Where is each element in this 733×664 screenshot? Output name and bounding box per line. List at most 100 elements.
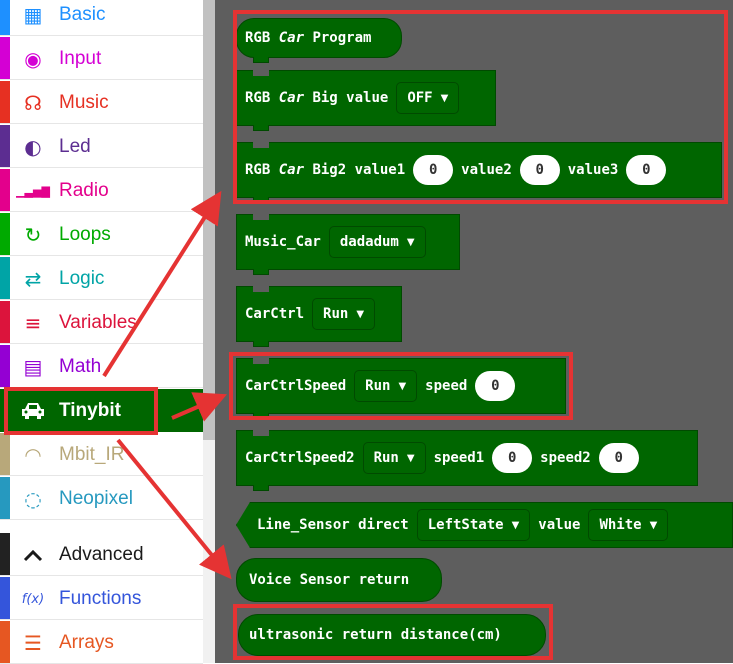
function-icon: f(x) [21, 591, 45, 607]
chevron-down-icon: ▼ [356, 308, 365, 320]
big-value-dropdown[interactable]: OFF▼ [396, 82, 460, 114]
category-label: Variables [59, 312, 137, 333]
rgb-car-big-block[interactable]: RGB Car Big value OFF▼ [236, 70, 496, 131]
list-lines-icon: ≡ [24, 311, 42, 335]
carctrl-dropdown[interactable]: Run▼ [312, 298, 376, 330]
block-label: Music_Car [245, 234, 321, 250]
carctrlspeed-dropdown[interactable]: Run▼ [354, 370, 418, 402]
category-label: Advanced [59, 544, 144, 565]
block-label: Voice Sensor return [249, 572, 410, 588]
category-led[interactable]: ◐ Led [0, 125, 203, 168]
music-dropdown[interactable]: dadadum▼ [328, 226, 426, 258]
car-icon [20, 398, 46, 424]
block-label: ultrasonic return distance(cm) [249, 627, 502, 643]
category-input[interactable]: ◉ Input [0, 37, 203, 80]
toolbox-sidebar: ▦ Basic ◉ Input ☊ Music ◐ Led ▁▃▅▇ Radio… [0, 0, 203, 664]
category-stripe [0, 169, 10, 211]
chevron-up-icon [20, 542, 46, 568]
carctrlspeed2-block[interactable]: CarCtrlSpeed2 Run▼ speed1 0 speed2 0 [236, 430, 698, 491]
category-variables[interactable]: ≡ Variables [0, 301, 203, 344]
category-label: Basic [59, 4, 106, 25]
category-math[interactable]: ▤ Math [0, 345, 203, 388]
block-label: value [538, 517, 581, 533]
carctrlspeed2-dropdown[interactable]: Run▼ [362, 442, 426, 474]
ultrasonic-block[interactable]: ultrasonic return distance(cm) [238, 614, 546, 656]
category-stripe [0, 621, 10, 663]
highlight-tinybit-category [4, 387, 158, 435]
arrow-to-carctrlspeed [171, 392, 228, 422]
shuffle-icon: ⇄ [24, 267, 42, 291]
category-stripe [0, 81, 10, 123]
category-radio[interactable]: ▁▃▅▇ Radio [0, 169, 203, 212]
category-basic[interactable]: ▦ Basic [0, 0, 203, 36]
block-label: speed1 [433, 450, 485, 466]
highlight-carctrlspeed [229, 352, 573, 420]
category-tinybit[interactable]: Tinybit [0, 389, 203, 432]
category-stripe [0, 257, 10, 299]
block-label: Line_Sensor direct [257, 517, 409, 533]
category-functions[interactable]: f(x) Functions [0, 577, 203, 620]
category-stripe [0, 577, 10, 619]
signal-bars-icon: ▁▃▅▇ [16, 184, 50, 198]
block-label: speed [425, 378, 468, 394]
value1-input[interactable]: 0 [413, 155, 454, 185]
category-advanced[interactable]: Advanced [0, 533, 203, 576]
speed2-input[interactable]: 0 [598, 443, 639, 473]
category-mbit-ir[interactable]: ◠ Mbit_IR [0, 433, 203, 476]
category-label: Music [59, 92, 109, 113]
voice-sensor-block[interactable]: Voice Sensor return [236, 558, 442, 602]
category-stripe [0, 0, 10, 35]
category-stripe [0, 533, 10, 575]
chevron-down-icon: ▼ [649, 519, 658, 531]
line-state-dropdown[interactable]: LeftState▼ [416, 509, 531, 541]
line-color-dropdown[interactable]: White▼ [588, 509, 669, 541]
wifi-icon: ◠ [24, 443, 42, 467]
category-logic[interactable]: ⇄ Logic [0, 257, 203, 300]
dotted-circle-icon: ◌ [24, 487, 42, 511]
music-car-block[interactable]: Music_Car dadadum▼ [236, 214, 460, 275]
category-stripe [0, 213, 10, 255]
calculator-icon: ▤ [23, 355, 43, 379]
category-label: Led [59, 136, 91, 157]
line-sensor-block[interactable]: Line_Sensor direct LeftState▼ value Whit… [236, 502, 733, 548]
category-stripe [0, 433, 10, 475]
category-label: Math [59, 356, 102, 377]
arrow-to-ultrasonic [116, 438, 232, 580]
chevron-down-icon: ▼ [511, 519, 520, 531]
category-stripe [0, 345, 10, 387]
category-label: Neopixel [59, 488, 133, 509]
block-label: value3 [567, 162, 619, 178]
category-music[interactable]: ☊ Music [0, 81, 203, 124]
category-label: Mbit_IR [59, 444, 125, 465]
arrow-to-rgb-blocks [102, 190, 222, 378]
speed1-input[interactable]: 0 [492, 443, 533, 473]
category-arrays[interactable]: ☰ Arrays [0, 621, 203, 664]
category-label: Input [59, 48, 102, 69]
target-icon: ◉ [24, 47, 42, 71]
chevron-down-icon: ▼ [398, 380, 407, 392]
speed-input[interactable]: 0 [475, 371, 516, 401]
category-label: Loops [59, 224, 111, 245]
highlight-rgb-blocks [233, 10, 728, 204]
carctrl-block[interactable]: CarCtrl Run▼ [236, 286, 402, 347]
category-stripe [0, 37, 10, 79]
block-label: RGB Car Big2 value1 [245, 162, 406, 178]
block-label: CarCtrlSpeed2 [245, 450, 355, 466]
block-label: speed2 [540, 450, 591, 466]
category-stripe [0, 477, 10, 519]
block-label: RGB Car Big value [245, 90, 389, 106]
headphones-icon: ☊ [24, 91, 42, 115]
value2-input[interactable]: 0 [519, 155, 560, 185]
carctrlspeed-block[interactable]: CarCtrlSpeed Run▼ speed 0 [236, 358, 566, 419]
numbered-list-icon: ☰ [24, 631, 42, 655]
category-stripe [0, 301, 10, 343]
category-label: Functions [59, 588, 142, 609]
rgb-car-big2-block[interactable]: RGB Car Big2 value1 0 value2 0 value3 0 [236, 142, 722, 203]
rgb-car-program-block[interactable]: RGB Car Program [236, 18, 402, 63]
grid-icon: ▦ [23, 3, 43, 27]
category-neopixel[interactable]: ◌ Neopixel [0, 477, 203, 520]
value3-input[interactable]: 0 [626, 155, 667, 185]
highlight-ultrasonic [233, 604, 553, 660]
category-loops[interactable]: ↻ Loops [0, 213, 203, 256]
